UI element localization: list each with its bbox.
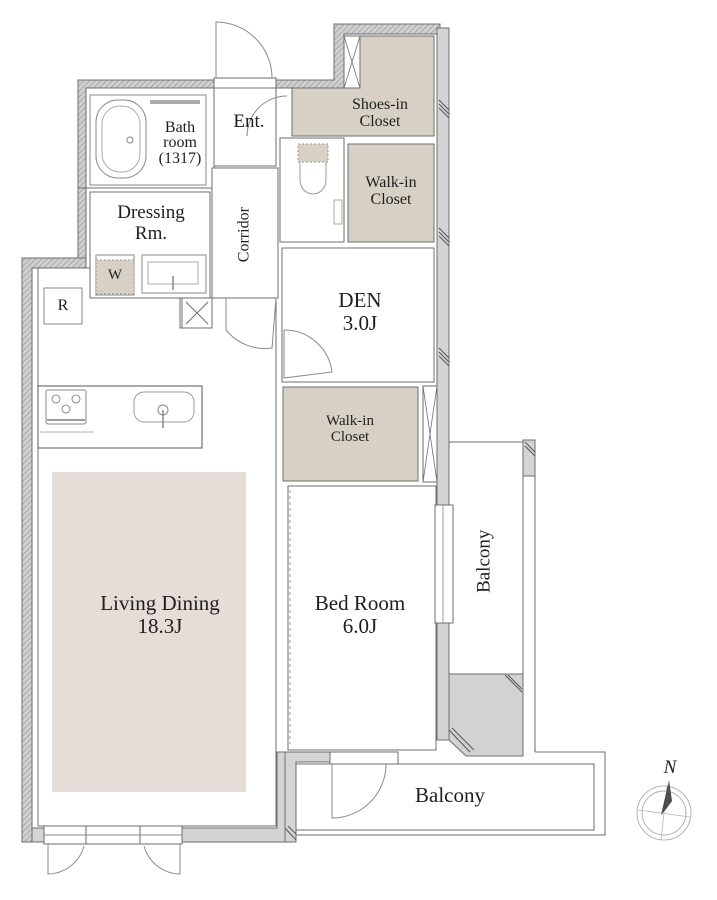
living-south-wall xyxy=(31,751,286,875)
dressing-room-label: Dressing Rm. xyxy=(96,202,206,244)
walkin-closet-lower-label-line2: Closet xyxy=(330,429,370,446)
dressing-room-label-line2: Rm. xyxy=(134,222,168,244)
compass-icon xyxy=(636,780,692,841)
bedroom-name: Bed Room xyxy=(314,591,406,615)
kitchen-counter xyxy=(37,385,203,449)
east-wall xyxy=(436,27,450,741)
north-letter: N xyxy=(663,757,677,778)
bottom-balcony-label-text: Balcony xyxy=(415,783,485,807)
den-size: 3.0J xyxy=(342,310,378,335)
refrigerator-box xyxy=(43,287,83,325)
shoes-closet-label-line1: Shoes-in xyxy=(352,96,408,113)
corridor-label-text: Corridor xyxy=(235,207,253,263)
entrance-label: Ent. xyxy=(224,111,274,133)
corridor-label: Corridor xyxy=(235,197,252,273)
shoes-closet-label: Shoes-in Closet xyxy=(330,96,430,131)
bedroom-size: 6.0J xyxy=(342,613,378,638)
dressing-room-label-line1: Dressing xyxy=(117,202,185,223)
walkin-closet-lower-area xyxy=(282,386,419,482)
walkin-closet-lower-label: Walk-in Closet xyxy=(300,413,400,445)
den-name: DEN xyxy=(338,288,382,312)
side-balcony-label: Balcony xyxy=(473,513,496,609)
toilet-structure xyxy=(279,137,345,243)
walkin-closet-lower-label-line1: Walk-in xyxy=(326,413,374,429)
walkin-closet-upper-label: Walk-in Closet xyxy=(348,174,434,209)
refrigerator-letter: R xyxy=(57,297,69,314)
washer-letter: W xyxy=(107,267,123,283)
living-dining-name: Living Dining xyxy=(100,591,220,615)
compass-north-label: N xyxy=(658,757,682,779)
side-balcony-structure xyxy=(296,439,606,836)
dressing-room-structure xyxy=(89,191,213,329)
shoes-closet-label-line2: Closet xyxy=(359,113,401,131)
living-dining-size: 18.3J xyxy=(137,613,183,638)
bathroom-label: Bath room (1317) xyxy=(150,119,210,167)
bathroom-label-line3: (1317) xyxy=(158,149,202,167)
bedroom-label: Bed Room 6.0J xyxy=(290,592,430,637)
corridor-structure xyxy=(211,167,279,349)
bedroom-structure xyxy=(287,485,454,751)
den-structure xyxy=(281,247,435,383)
bottom-balcony-label: Balcony xyxy=(390,784,510,807)
bottom-balcony-structure xyxy=(284,751,595,843)
walkin-closet-upper-label-line2: Closet xyxy=(370,191,412,209)
refrigerator-label: R xyxy=(44,297,82,314)
entrance-structure xyxy=(213,21,288,167)
walkin-closet-upper-area xyxy=(347,143,435,243)
living-dining-label: Living Dining 18.3J xyxy=(70,592,250,637)
den-label: DEN 3.0J xyxy=(300,289,420,334)
washer-label: W xyxy=(96,267,134,283)
bathroom-label-line2: room xyxy=(163,134,197,152)
side-balcony-label-text: Balcony xyxy=(473,529,495,593)
bathroom-label-line1: Bath xyxy=(164,119,196,136)
living-rug xyxy=(52,472,246,792)
entrance-label-text: Ent. xyxy=(233,111,265,132)
walkin-closet-upper-label-line1: Walk-in xyxy=(365,174,417,191)
